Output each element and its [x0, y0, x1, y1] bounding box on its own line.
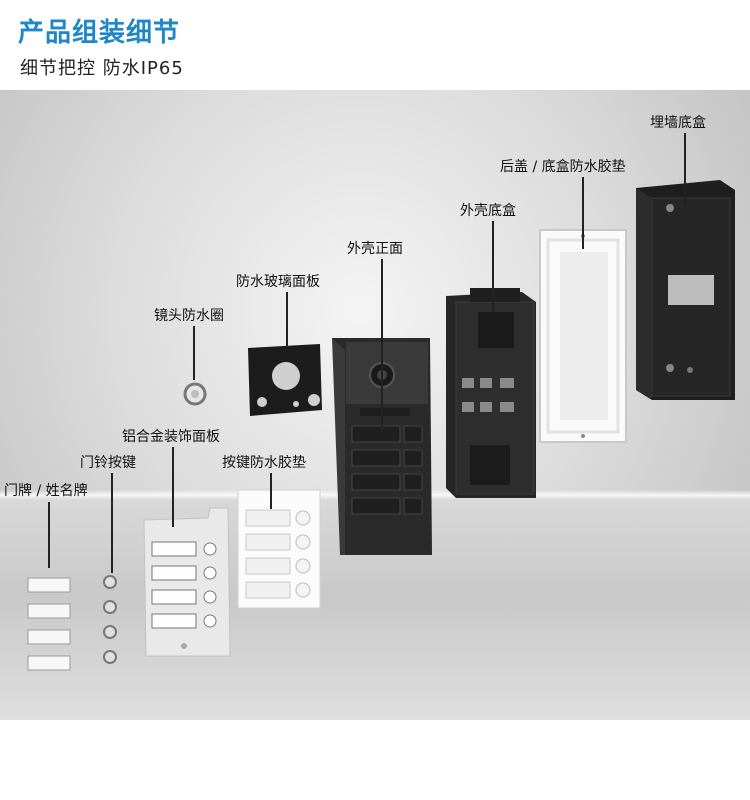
- label-alloy-panel: 铝合金装饰面板: [122, 429, 220, 445]
- label-doorbell-button: 门铃按键: [80, 455, 136, 471]
- shell-front-part: [332, 338, 432, 555]
- leader-doorbell-button: [111, 473, 113, 573]
- page-title: 产品组装细节: [18, 18, 181, 48]
- leader-alloy-panel: [172, 447, 174, 527]
- label-shell-base: 外壳底盒: [460, 203, 516, 219]
- label-shell-front: 外壳正面: [347, 241, 403, 257]
- parts-illustration: [27, 180, 735, 671]
- nameplates-part: [27, 577, 71, 671]
- rear-gasket-part: [539, 229, 627, 443]
- leader-shell-base: [492, 221, 494, 313]
- label-lens-ring: 镜头防水圈: [154, 308, 224, 324]
- alloy-panel-part: [143, 507, 231, 657]
- label-wall-box: 埋墙底盒: [650, 115, 706, 131]
- leader-shell-front: [381, 259, 383, 435]
- lens-ring-part: [183, 382, 207, 406]
- wall-box-part: [636, 180, 735, 400]
- leader-nameplate: [48, 502, 50, 568]
- glass-panel-part: [248, 344, 322, 416]
- leader-glass-panel: [286, 292, 288, 348]
- doorbell-buttons-part: [103, 575, 117, 664]
- leader-wall-box: [684, 133, 686, 205]
- key-gasket-part: [237, 489, 321, 609]
- exploded-product-photo: [0, 90, 750, 720]
- label-key-gasket: 按键防水胶垫: [222, 455, 306, 471]
- label-rear-gasket: 后盖 / 底盒防水胶垫: [500, 159, 626, 175]
- page-subtitle: 细节把控 防水IP65: [20, 58, 184, 79]
- shell-base-part: [446, 288, 536, 498]
- leader-rear-gasket: [582, 177, 584, 249]
- label-nameplate: 门牌 / 姓名牌: [4, 483, 88, 499]
- label-glass-panel: 防水玻璃面板: [236, 274, 320, 290]
- leader-key-gasket: [270, 473, 272, 509]
- leader-lens-ring: [193, 326, 195, 380]
